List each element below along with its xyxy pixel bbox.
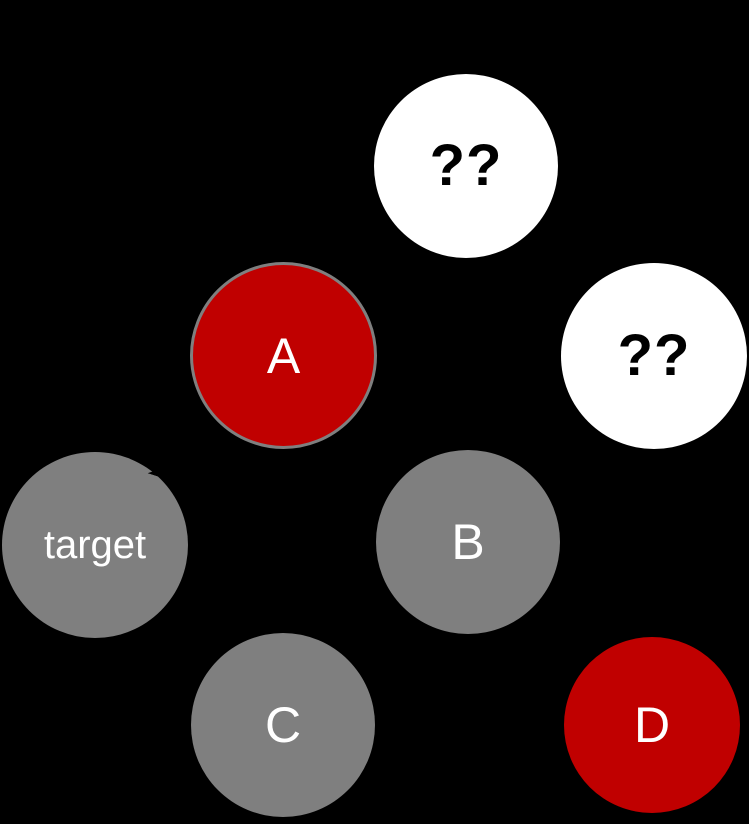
node-a: A xyxy=(190,262,377,449)
node-b-label: B xyxy=(451,514,485,570)
node-d-label: D xyxy=(633,697,671,753)
node-target-label: target xyxy=(43,523,147,567)
node-d: D xyxy=(564,637,740,813)
node-c-label: C xyxy=(264,697,302,753)
node-a-label: A xyxy=(266,327,301,384)
node-c: C xyxy=(191,633,375,817)
node-unknown-top: ?? xyxy=(374,74,558,258)
node-target: target xyxy=(2,452,188,638)
node-unknown-top-label: ?? xyxy=(429,133,503,198)
node-b: B xyxy=(376,450,560,634)
node-unknown-right-label: ?? xyxy=(617,323,691,388)
node-unknown-right: ?? xyxy=(561,263,747,449)
